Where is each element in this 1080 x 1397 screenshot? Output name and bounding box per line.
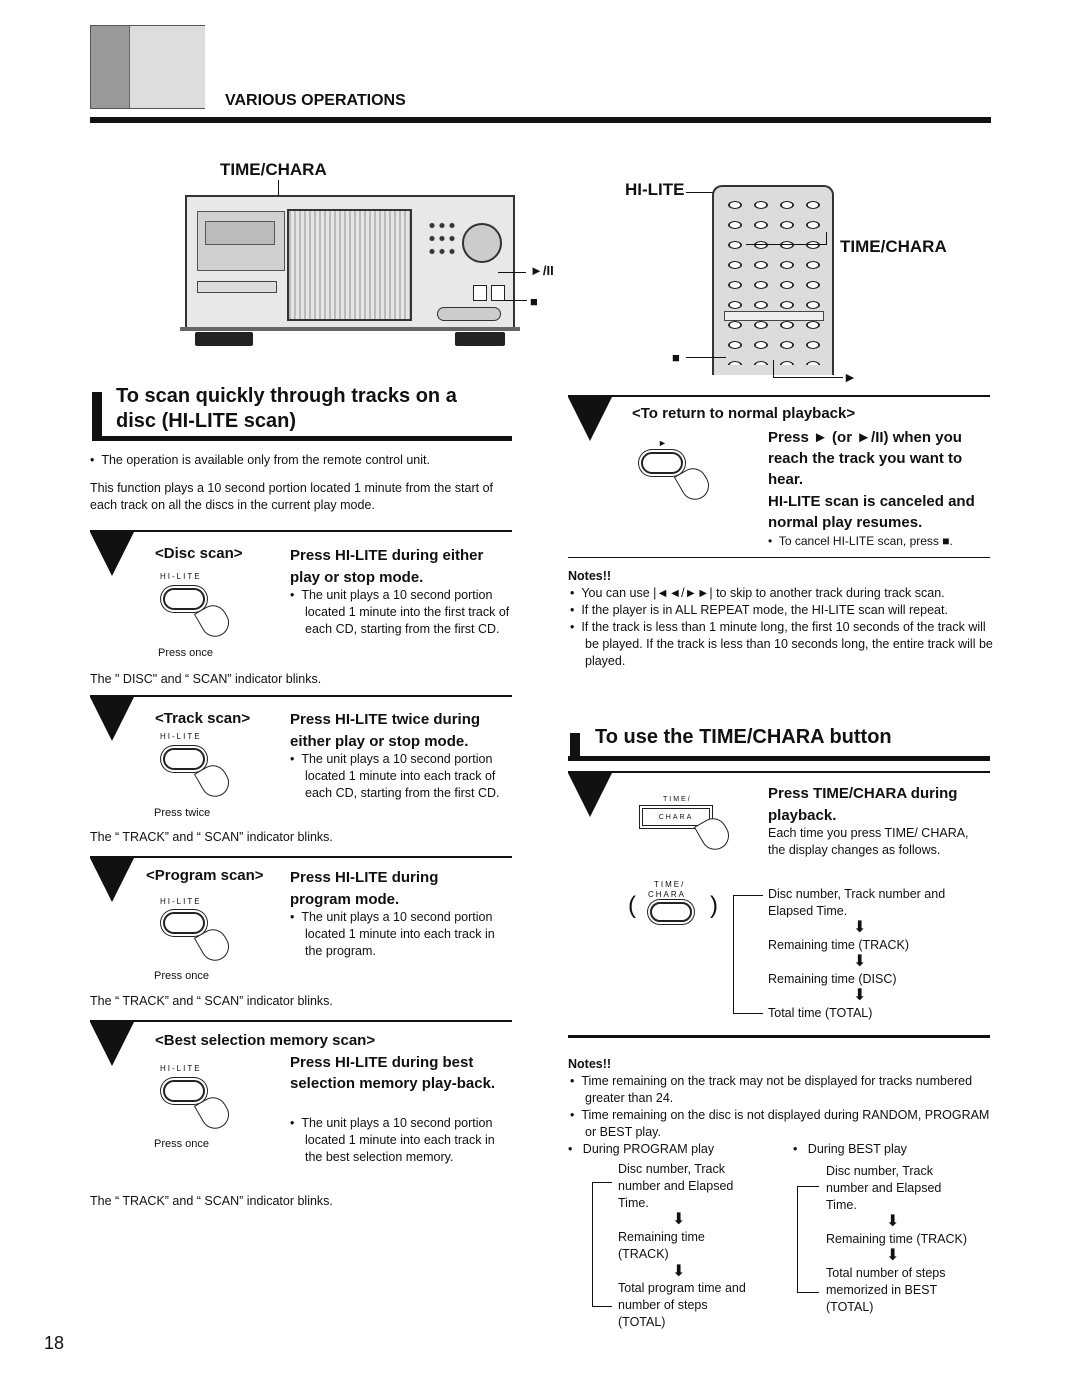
remote-play-label: ► bbox=[843, 369, 857, 385]
program-item-2: Remaining time (TRACK) bbox=[618, 1230, 705, 1261]
page-number: 18 bbox=[44, 1333, 65, 1353]
step-marker bbox=[568, 397, 612, 441]
disc-window bbox=[287, 209, 412, 321]
hi-lite-button[interactable] bbox=[163, 748, 205, 770]
disc-scan-detail: • The unit plays a 10 second portion loc… bbox=[290, 588, 510, 636]
time-notes-list: • Time remaining on the track may not be… bbox=[570, 1074, 990, 1139]
hi-lite-button-label: HI-LITE bbox=[160, 732, 202, 741]
step-marker bbox=[90, 697, 134, 741]
hi-lite-label: HI-LITE bbox=[625, 180, 685, 199]
program-scan-detail: • The unit plays a 10 second portion loc… bbox=[290, 910, 495, 958]
cycle-item-2: Remaining time (TRACK) bbox=[768, 938, 910, 952]
notes-title: Notes!! bbox=[568, 1057, 612, 1071]
remote-control bbox=[712, 185, 834, 375]
best-item-3: Total number of steps memorized in BEST … bbox=[826, 1266, 946, 1314]
step-marker bbox=[90, 858, 134, 902]
cancel-note: • To cancel HI-LITE scan, press ■. bbox=[768, 534, 953, 548]
remote-stop-label: ■ bbox=[672, 350, 680, 365]
disc-scan-instruction: Press HI-LITE during either play or stop… bbox=[290, 547, 484, 586]
best-item-1: Disc number, Track number and Elapsed Ti… bbox=[826, 1164, 942, 1212]
program-scan-heading: <Program scan> bbox=[146, 867, 264, 884]
press-twice: Press twice bbox=[154, 807, 211, 819]
hi-lite-button[interactable] bbox=[163, 1080, 205, 1102]
program-scan-instruction: Press HI-LITE during program mode. bbox=[290, 869, 439, 908]
program-item-3: Total program time and number of steps (… bbox=[618, 1281, 746, 1329]
notes-title: Notes!! bbox=[568, 569, 612, 583]
best-scan-indicator: The “ TRACK” and “ SCAN” indicator blink… bbox=[90, 1194, 333, 1208]
cycle-item-4: Total time (TOTAL) bbox=[768, 1006, 873, 1020]
disc-scan-heading: <Disc scan> bbox=[155, 545, 243, 562]
return-instruction: Press ► (or ►/II) when you reach the tra… bbox=[768, 429, 963, 488]
section-title: VARIOUS OPERATIONS bbox=[225, 92, 406, 109]
time-button-label-top: TIME/ bbox=[663, 796, 692, 803]
hilite-title: To scan quickly through tracks on a disc… bbox=[116, 385, 457, 432]
notes-list: • You can use |◄◄/►►| to skip to another… bbox=[570, 586, 993, 668]
down-arrow-icon: ⬇ bbox=[853, 953, 867, 970]
hi-lite-button-label: HI-LITE bbox=[160, 897, 202, 906]
best-scan-detail: • The unit plays a 10 second portion loc… bbox=[290, 1116, 495, 1164]
time-chara-remote-label: TIME/CHARA bbox=[840, 237, 947, 256]
return-result: HI-LITE scan is canceled and normal play… bbox=[768, 493, 975, 531]
step-marker bbox=[90, 532, 134, 576]
header-rule bbox=[90, 117, 991, 123]
press-once: Press once bbox=[154, 1138, 210, 1150]
cycle-item-1: Disc number, Track number and Elapsed Ti… bbox=[768, 887, 946, 918]
best-scan-instruction: Press HI-LITE during best selection memo… bbox=[290, 1054, 496, 1092]
down-arrow-icon: ⬇ bbox=[672, 1211, 686, 1228]
time-chara-instruction: Press TIME/CHARA during playback. bbox=[768, 785, 958, 824]
chara-button[interactable]: CHARA bbox=[642, 808, 710, 826]
cd-player-unit bbox=[185, 195, 515, 330]
hilite-intro: This function plays a 10 second portion … bbox=[90, 481, 493, 512]
return-heading: <To return to normal playback> bbox=[632, 405, 856, 422]
best-item-2: Remaining time (TRACK) bbox=[826, 1232, 968, 1246]
program-scan-indicator: The “ TRACK” and “ SCAN” indicator blink… bbox=[90, 994, 333, 1008]
step-marker bbox=[568, 773, 612, 817]
down-arrow-icon: ⬇ bbox=[853, 987, 867, 1004]
header-graphic bbox=[90, 25, 205, 109]
down-arrow-icon: ⬇ bbox=[853, 919, 867, 936]
hi-lite-button-label: HI-LITE bbox=[160, 1064, 202, 1073]
time-chara-button-graphic: ( ) TIME/ CHARA bbox=[628, 880, 718, 926]
hi-lite-button[interactable] bbox=[163, 912, 205, 934]
down-arrow-icon: ⬇ bbox=[886, 1247, 900, 1264]
remote-only-note: • The operation is available only from t… bbox=[90, 453, 430, 467]
track-scan-indicator: The “ TRACK” and “ SCAN” indicator blink… bbox=[90, 830, 333, 844]
step-marker bbox=[90, 1022, 134, 1066]
program-play-label: • During PROGRAM play bbox=[568, 1142, 715, 1156]
time-chara-detail: Each time you press TIME/ CHARA, the dis… bbox=[768, 826, 969, 857]
play-pause-label: ►/II bbox=[530, 263, 554, 278]
track-scan-heading: <Track scan> bbox=[155, 710, 251, 727]
stop-label: ■ bbox=[530, 294, 538, 309]
jog-dial bbox=[462, 223, 502, 263]
play-pause-button[interactable] bbox=[473, 285, 487, 301]
disc-scan-indicator: The " DISC" and “ SCAN” indicator blinks… bbox=[90, 672, 322, 686]
track-scan-instruction: Press HI-LITE twice during either play o… bbox=[290, 711, 481, 750]
time-chara-label: TIME/CHARA bbox=[220, 160, 327, 179]
best-play-label: • During BEST play bbox=[793, 1142, 907, 1156]
program-item-1: Disc number, Track number and Elapsed Ti… bbox=[618, 1162, 734, 1210]
down-arrow-icon: ⬇ bbox=[672, 1263, 686, 1280]
stop-button[interactable] bbox=[491, 285, 505, 301]
cycle-item-3: Remaining time (DISC) bbox=[768, 972, 897, 986]
track-scan-detail: • The unit plays a 10 second portion loc… bbox=[290, 752, 500, 800]
press-once: Press once bbox=[158, 647, 214, 659]
best-scan-heading: <Best selection memory scan> bbox=[155, 1032, 376, 1049]
hi-lite-button-label: HI-LITE bbox=[160, 572, 202, 581]
play-button[interactable] bbox=[641, 452, 683, 474]
time-chara-title: To use the TIME/CHARA button bbox=[595, 726, 892, 748]
press-once: Press once bbox=[154, 970, 210, 982]
hi-lite-button[interactable] bbox=[163, 588, 205, 610]
down-arrow-icon: ⬇ bbox=[886, 1213, 900, 1230]
